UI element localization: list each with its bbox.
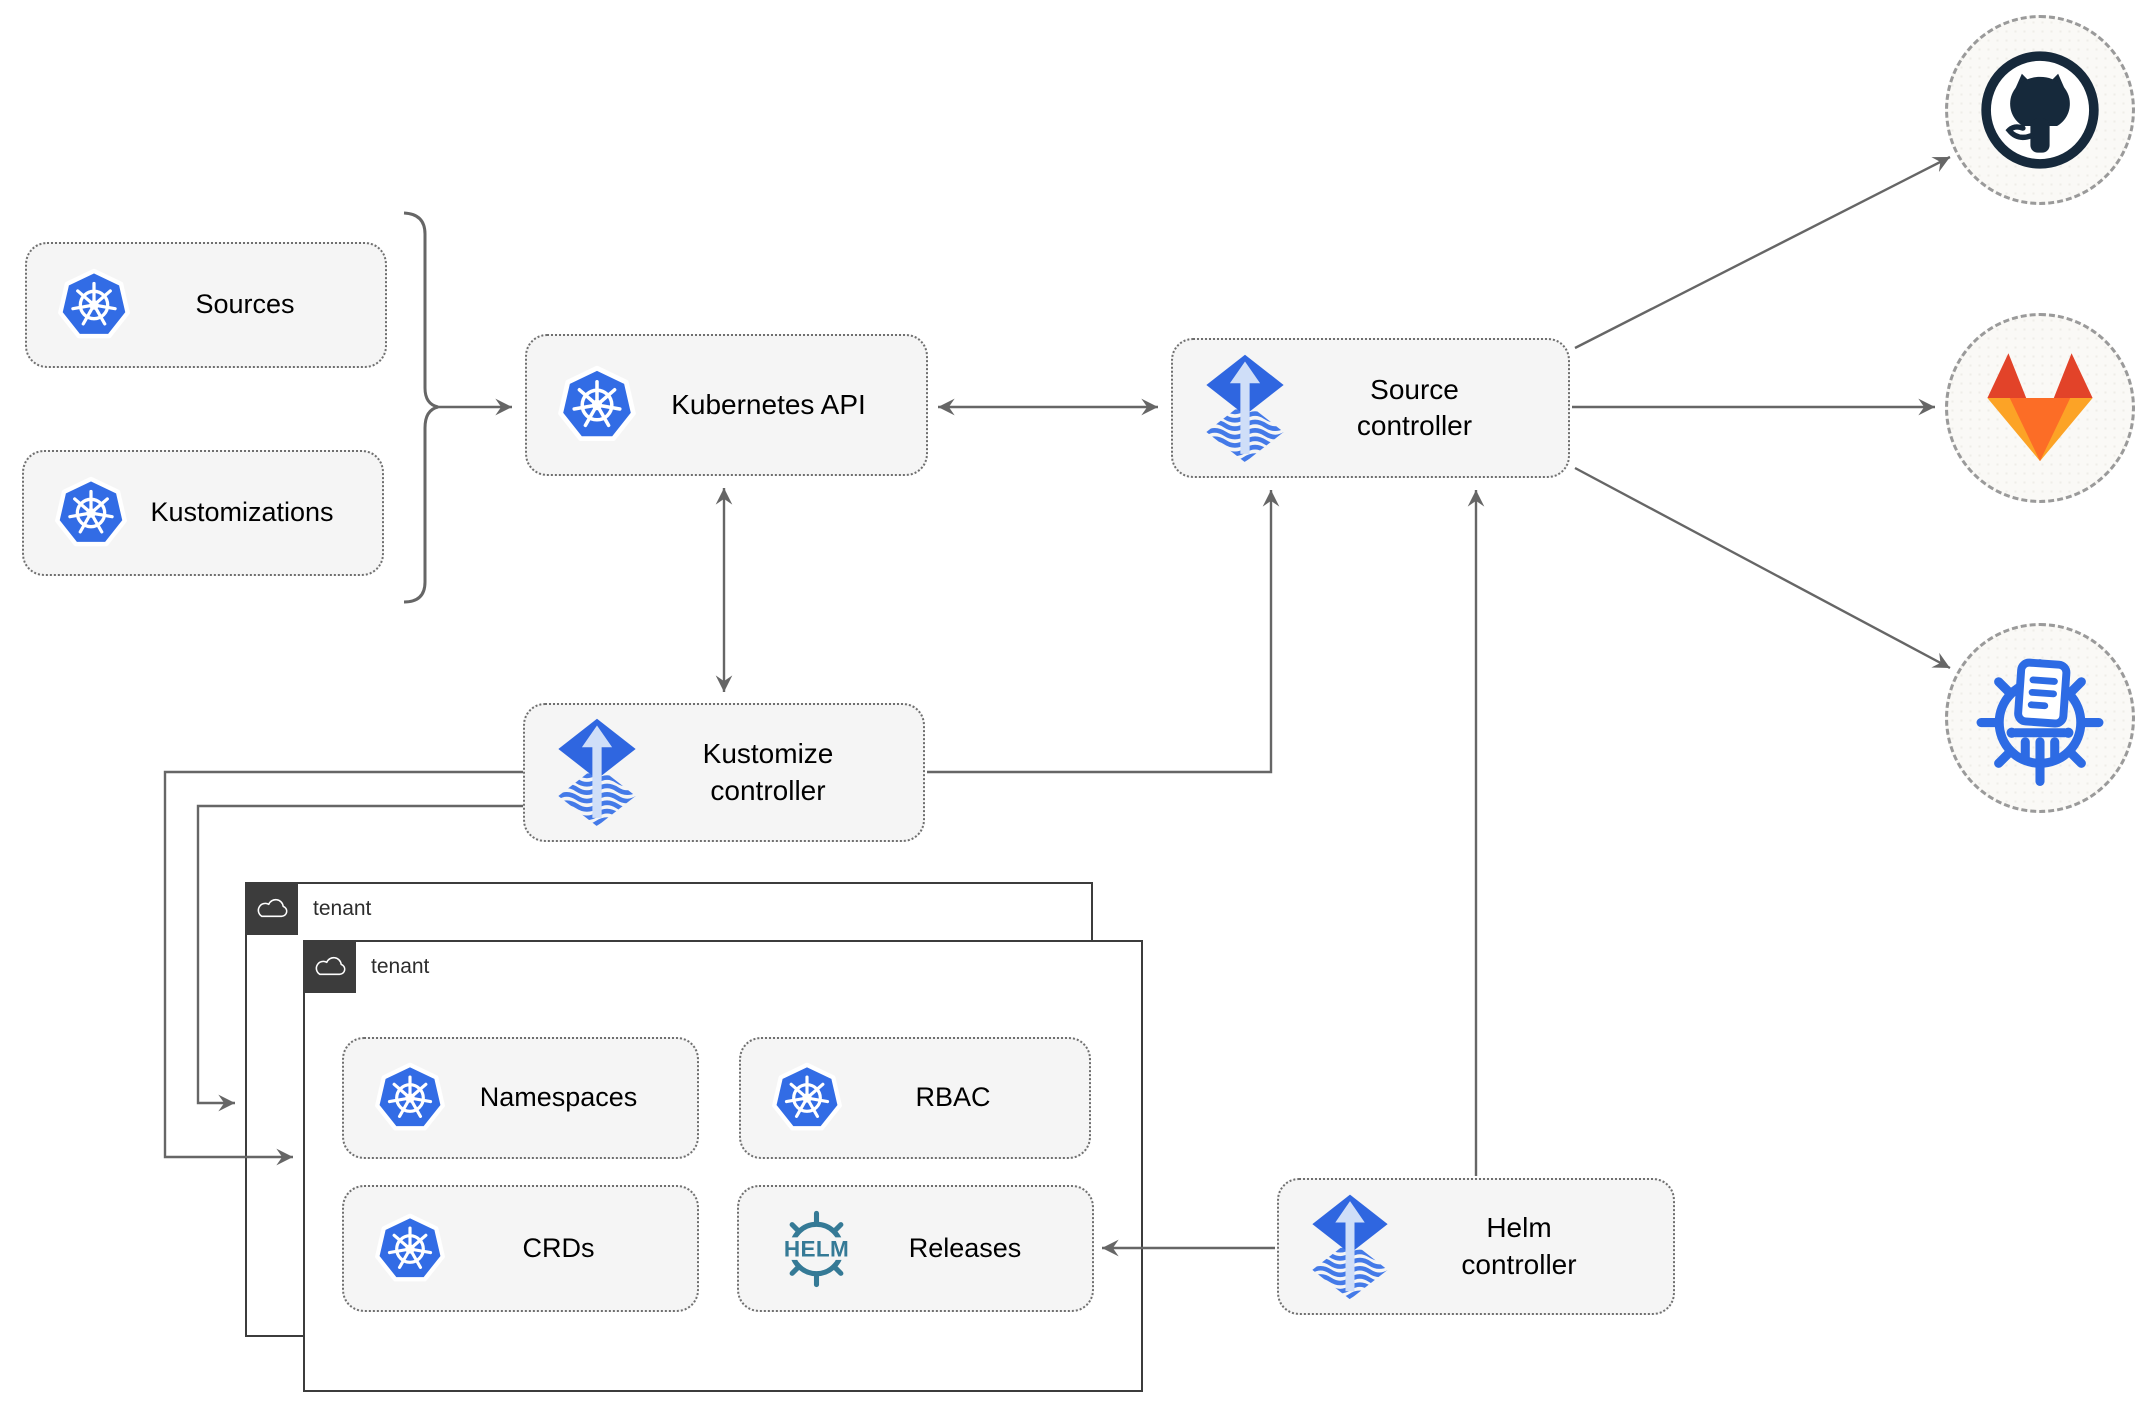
node-kustomizations: Kustomizations [22, 450, 384, 576]
edge-source-to-github [1574, 155, 1951, 350]
node-label: RBAC [915, 1082, 991, 1113]
tenant-label: tenant [313, 897, 372, 920]
node-label: CRDs [522, 1232, 595, 1263]
node-label: Kubernetes API [671, 388, 866, 420]
registry-circle [1945, 623, 2135, 813]
github-circle [1945, 15, 2135, 205]
kubernetes-icon [374, 1062, 446, 1134]
tenant-box-front: tenant Namespaces RBAC CRDs Releases [303, 940, 1143, 1392]
gitlab-circle [1945, 313, 2135, 503]
tenant-tab [303, 940, 356, 993]
tenant-label: tenant [371, 955, 430, 978]
edge-kustomize-to-source-controller [927, 490, 1280, 774]
cloud-icon [254, 895, 290, 922]
kubernetes-icon [557, 365, 637, 445]
node-kubernetes-api: Kubernetes API [525, 334, 928, 476]
node-label: Releases [908, 1232, 1022, 1263]
flux-icon [555, 717, 639, 828]
node-label: Namespaces [479, 1082, 638, 1113]
flux-icon [1203, 353, 1287, 464]
node-label: Sources [195, 289, 295, 320]
node-helm-controller: Helm controller [1277, 1178, 1675, 1315]
gitlab-icon [1974, 348, 2106, 469]
node-kustomize-controller: Kustomize controller [523, 703, 925, 842]
edge-bracket-sources-kustomizations [403, 211, 439, 604]
helm-icon [769, 1209, 864, 1289]
container-registry-icon [1972, 650, 2108, 786]
node-source-controller: Source controller [1171, 338, 1570, 478]
edge-source-to-registry [1574, 466, 1951, 670]
node-releases: Releases [737, 1185, 1094, 1312]
node-rbac: RBAC [739, 1037, 1091, 1159]
flux-icon [1309, 1193, 1391, 1301]
node-sources: Sources [25, 242, 387, 368]
github-icon [1976, 46, 2104, 174]
kubernetes-icon [374, 1213, 446, 1285]
cloud-icon [312, 953, 348, 980]
kubernetes-icon [771, 1062, 843, 1134]
node-label: Kustomizations [150, 497, 334, 528]
node-label: Source controller [1356, 373, 1473, 441]
node-label: Helm controller [1461, 1212, 1577, 1280]
tenant-tab [245, 882, 298, 935]
kubernetes-icon [57, 268, 131, 342]
node-crds: CRDs [342, 1185, 699, 1312]
kubernetes-icon [54, 476, 128, 550]
node-namespaces: Namespaces [342, 1037, 699, 1159]
node-label: Kustomize controller [702, 738, 834, 806]
